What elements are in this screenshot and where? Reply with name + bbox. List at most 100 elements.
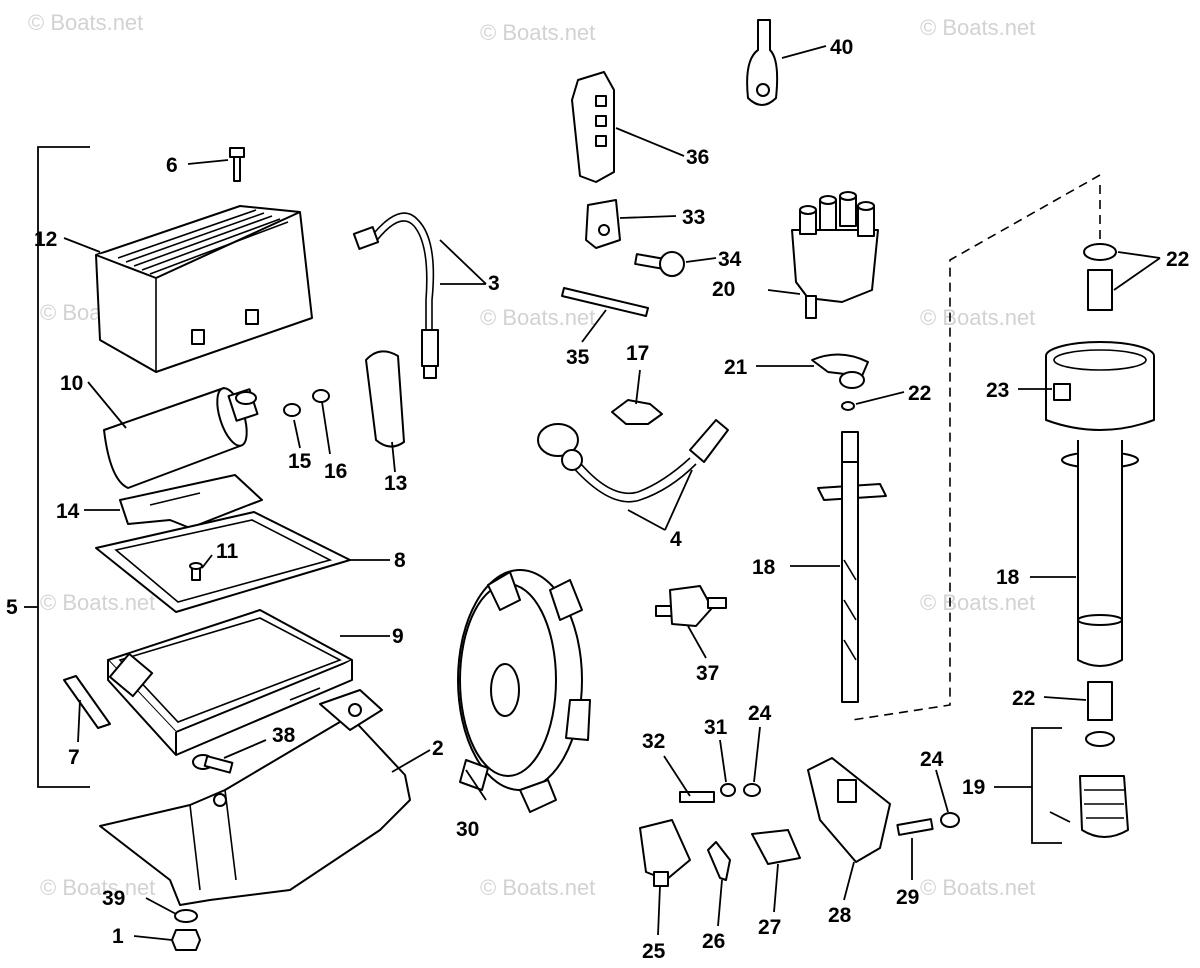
bracket [807,757,891,863]
watermark: © Boats.net [920,875,1035,900]
screw [189,562,203,581]
callout-35: 35 [566,346,590,369]
star-clip [611,399,663,425]
callout-9: 9 [392,625,404,648]
watermark: © Boats.net [920,590,1035,615]
distributor-cap [791,191,879,319]
tool [746,19,779,106]
secondary-lead [537,419,729,503]
spring [751,829,801,865]
group-bracket-19 [1031,727,1062,844]
callout-14: 14 [56,500,80,523]
nut [171,929,201,951]
screw [634,251,685,277]
callout-34: 34 [718,248,742,271]
boot [365,350,405,448]
high-tension-lead [352,212,439,379]
callout-26: 26 [702,930,725,953]
bolt [192,754,234,774]
callout-22: 22 [1166,248,1189,271]
nut [743,783,761,797]
callout-2: 2 [432,737,444,760]
callout-24: 24 [920,748,944,771]
nut [940,812,960,828]
connector [571,71,615,183]
sensor [655,585,727,627]
callout-6: 6 [166,154,178,177]
callout-16: 16 [324,460,347,483]
terminal-strip [63,675,111,729]
leader-lines [63,45,1161,941]
callout-4: 4 [670,528,682,551]
callout-32: 32 [642,730,665,753]
washer [174,909,198,923]
callout-37: 37 [696,662,719,685]
callout-36: 36 [686,146,709,169]
rotor [811,353,869,389]
bushing [1087,269,1113,311]
callout-labels: 1 2 3 4 5 6 7 8 9 10 11 12 13 14 15 16 1… [6,36,1189,963]
watermark: © Boats.net [40,590,155,615]
distributor-shaft [817,431,887,703]
callout-3: 3 [488,272,500,295]
clip [841,401,855,411]
callout-7: 7 [68,746,80,769]
clip [707,841,731,881]
watermark: © Boats.net [28,10,143,35]
callout-38: 38 [272,724,296,747]
callout-18: 18 [752,556,776,579]
callout-11: 11 [216,540,239,563]
washer [720,783,736,797]
ignition-coil [103,387,259,489]
trigger-wheel [457,569,591,813]
watermark: © Boats.net [480,305,595,330]
group-bracket-5 [37,146,90,788]
electronic-module [107,609,353,756]
tool-hole [756,83,770,97]
bushing [1087,681,1113,721]
callout-21: 21 [724,356,748,379]
stud [679,791,715,803]
switch [639,819,691,887]
alignment-dashed-line [851,174,1101,721]
callout-24: 24 [748,702,772,725]
spring-clip [561,287,649,317]
drive-gear [1049,731,1129,838]
terminal-clip-hole [598,224,610,236]
mounting-bracket [99,689,411,906]
callout-10: 10 [60,372,83,395]
callout-22: 22 [1012,687,1035,710]
callout-12: 12 [34,228,57,251]
stud [896,818,934,836]
washer [283,403,301,417]
callout-31: 31 [704,716,728,739]
callout-13: 13 [384,472,407,495]
callout-33: 33 [682,206,705,229]
callout-39: 39 [102,887,125,910]
callout-22: 22 [908,382,931,405]
ignition-module-cover [95,205,313,373]
callout-17: 17 [626,342,649,365]
callout-20: 20 [712,278,735,301]
screw [229,147,245,182]
callout-27: 27 [758,916,781,939]
callout-40: 40 [830,36,853,59]
callout-8: 8 [394,549,406,572]
callout-18: 18 [996,566,1020,589]
watermark: © Boats.net [480,875,595,900]
watermark: © Boats.net [920,15,1035,40]
callout-5: 5 [6,596,18,619]
watermark: © Boats.net [920,305,1035,330]
callout-30: 30 [456,818,479,841]
callout-29: 29 [896,886,919,909]
terminal-clip [585,199,621,249]
callout-25: 25 [642,940,666,963]
coil-bracket [119,474,263,529]
distributor-housing [1045,341,1155,667]
callout-15: 15 [288,450,312,473]
watermark: © Boats.net [40,875,155,900]
watermark: © Boats.net [480,20,595,45]
callout-1: 1 [112,925,124,948]
